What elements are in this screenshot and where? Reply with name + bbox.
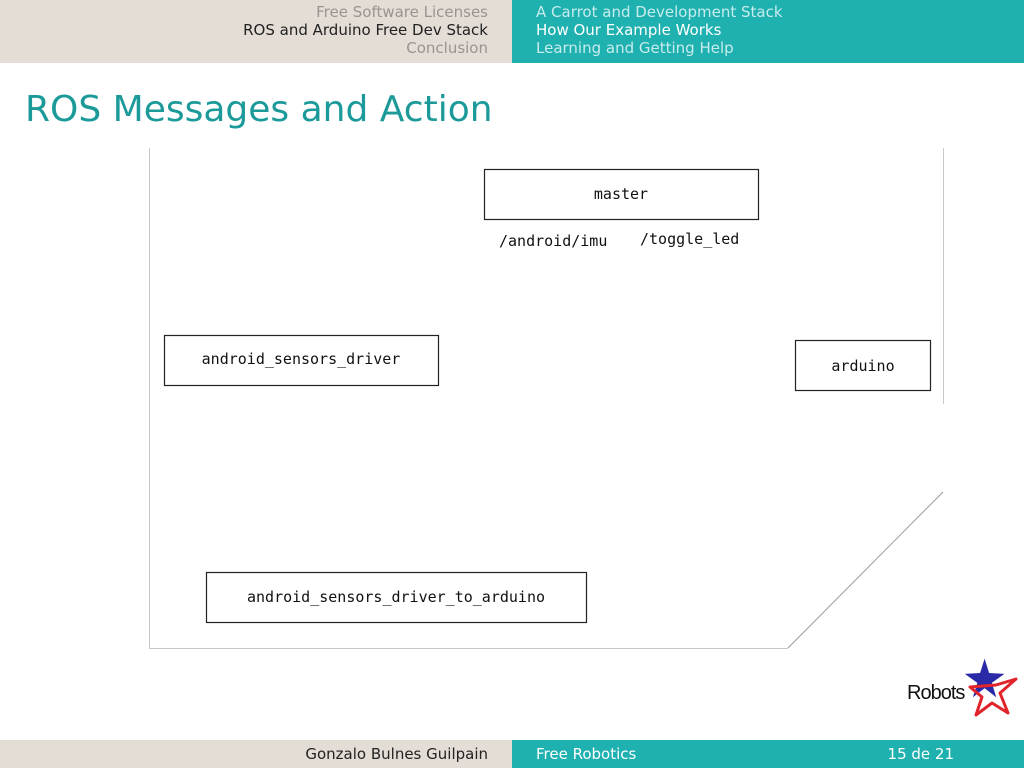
nav-section-conclusion[interactable]: Conclusion [406,39,488,57]
node-android-sensors-driver-label: android_sensors_driver [202,350,401,368]
footer-page-number: 15 de 21 [887,745,954,763]
header-subsection-nav: A Carrot and Development Stack How Our E… [512,0,1024,63]
node-master-label: master [594,185,648,203]
star-logo-icon [964,658,1018,717]
nav-subsection-carrot-stack[interactable]: A Carrot and Development Stack [536,3,783,21]
robots-logo: Robots [900,655,1020,721]
logo-text: Robots [907,682,965,704]
nav-subsection-learning-help[interactable]: Learning and Getting Help [536,39,734,57]
footer-page-panel: 15 de 21 [818,740,1024,768]
node-arduino-label: arduino [831,357,894,375]
diagram-frame-diagonal [787,491,944,649]
topic-toggle-led: /toggle_led [640,230,739,248]
topic-android-imu: /android/imu [499,232,607,250]
footer-author: Gonzalo Bulnes Guilpain [305,745,488,763]
footer-title-panel: Free Robotics [512,740,818,768]
nav-subsection-how-example-works[interactable]: How Our Example Works [536,21,722,39]
slide-title: ROS Messages and Action [25,89,493,130]
node-android-sensors-driver-to-arduino: android_sensors_driver_to_arduino [205,571,588,624]
node-master: master [483,168,760,221]
node-bridge-label: android_sensors_driver_to_arduino [247,588,545,606]
nav-section-ros-arduino-stack[interactable]: ROS and Arduino Free Dev Stack [243,21,488,39]
node-android-sensors-driver: android_sensors_driver [163,334,440,387]
header-section-nav: Free Software Licenses ROS and Arduino F… [0,0,512,63]
node-arduino: arduino [794,339,932,392]
footer-author-panel: Gonzalo Bulnes Guilpain [0,740,512,768]
nav-section-free-software-licenses[interactable]: Free Software Licenses [316,3,488,21]
footer-talk-title: Free Robotics [536,745,637,763]
